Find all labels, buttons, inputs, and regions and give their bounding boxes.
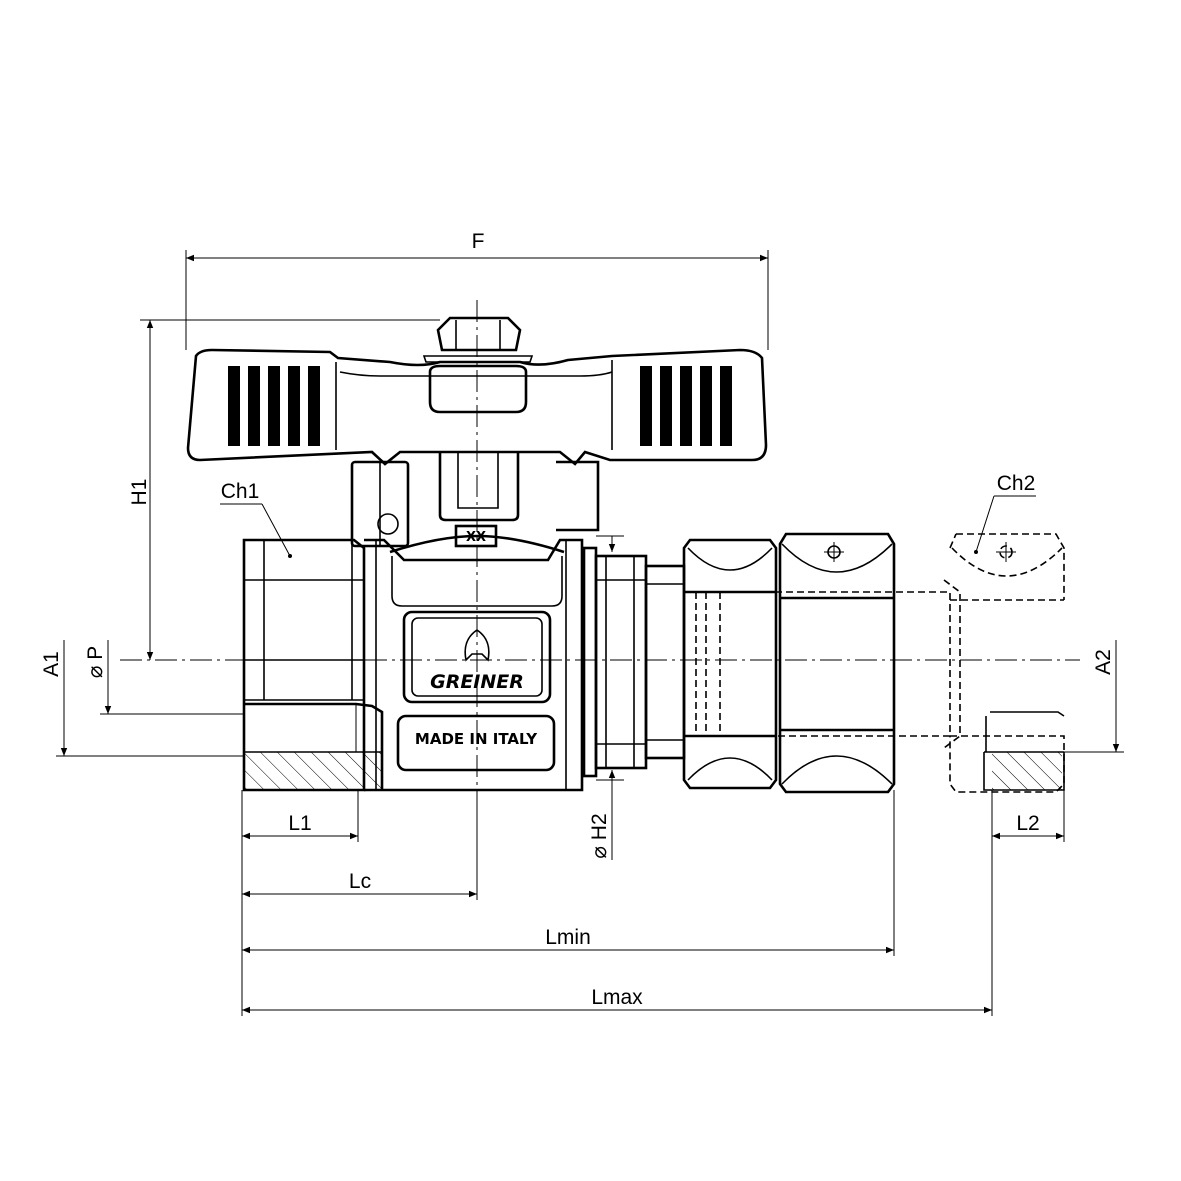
made-in-text: MADE IN ITALY xyxy=(415,730,538,748)
dim-H2-label: ⌀ H2 xyxy=(588,813,611,858)
brand-text: GREINER xyxy=(430,671,524,693)
dim-Lmax-label: Lmax xyxy=(591,986,643,1009)
left-female-end xyxy=(242,538,384,792)
left-grip-slots xyxy=(228,366,320,446)
dim-Ch1-label: Ch1 xyxy=(221,480,260,503)
brand-triangle-icon xyxy=(464,629,490,662)
dim-Lmin-label: Lmin xyxy=(545,926,591,949)
valve-body: GREINER MADE IN ITALY xyxy=(364,534,584,792)
right-thread-hatch xyxy=(992,752,1062,790)
dim-P-label: ⌀ P xyxy=(84,646,107,679)
dim-L1-label: L1 xyxy=(288,812,311,835)
union-ring xyxy=(582,546,686,778)
dim-A1-label: A1 xyxy=(40,651,63,677)
left-thread-hatch xyxy=(245,752,381,789)
dimension-lines: F H1 A1 ⌀ P A2 ⌀ H2 L1 xyxy=(40,230,1124,1016)
butterfly-handle xyxy=(186,316,768,466)
logo-panel xyxy=(402,610,552,704)
dim-L2-label: L2 xyxy=(1016,812,1039,835)
hex-nut-2 xyxy=(778,532,896,794)
made-in-panel xyxy=(396,714,556,772)
dim-Ch2-label: Ch2 xyxy=(997,472,1036,495)
dim-H1-label: H1 xyxy=(128,479,151,506)
dim-F-label: F xyxy=(472,230,485,253)
dim-Lc-label: Lc xyxy=(349,870,371,893)
hex-nut-1 xyxy=(682,538,778,790)
dim-A2-label: A2 xyxy=(1092,649,1115,675)
pin-circle xyxy=(377,513,399,535)
size-mark-text: XX xyxy=(466,530,486,545)
right-grip-slots xyxy=(640,366,732,446)
phantom-outline xyxy=(720,533,1065,793)
stem-bonnet: XX xyxy=(350,452,600,548)
